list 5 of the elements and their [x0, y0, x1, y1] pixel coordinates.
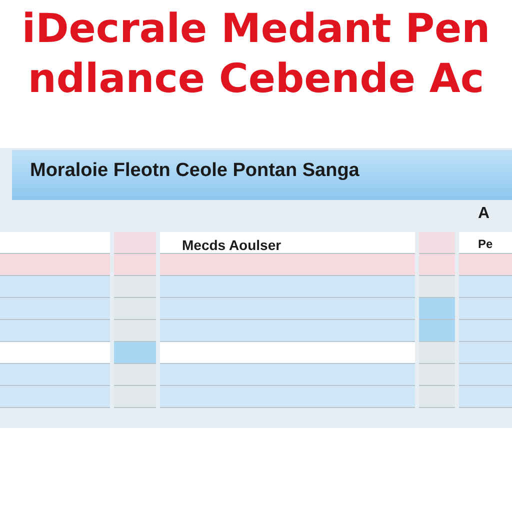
banner-subtitle: A — [478, 205, 490, 223]
banner-title: Moraloie Fleotn Ceole Pontan Sanga — [30, 160, 360, 182]
column-header: Mecds Aoulser — [182, 237, 282, 253]
column-header: Pe — [478, 237, 493, 251]
heading: iDecrale Medant Pen ndlance Cebende Ac — [20, 5, 492, 104]
